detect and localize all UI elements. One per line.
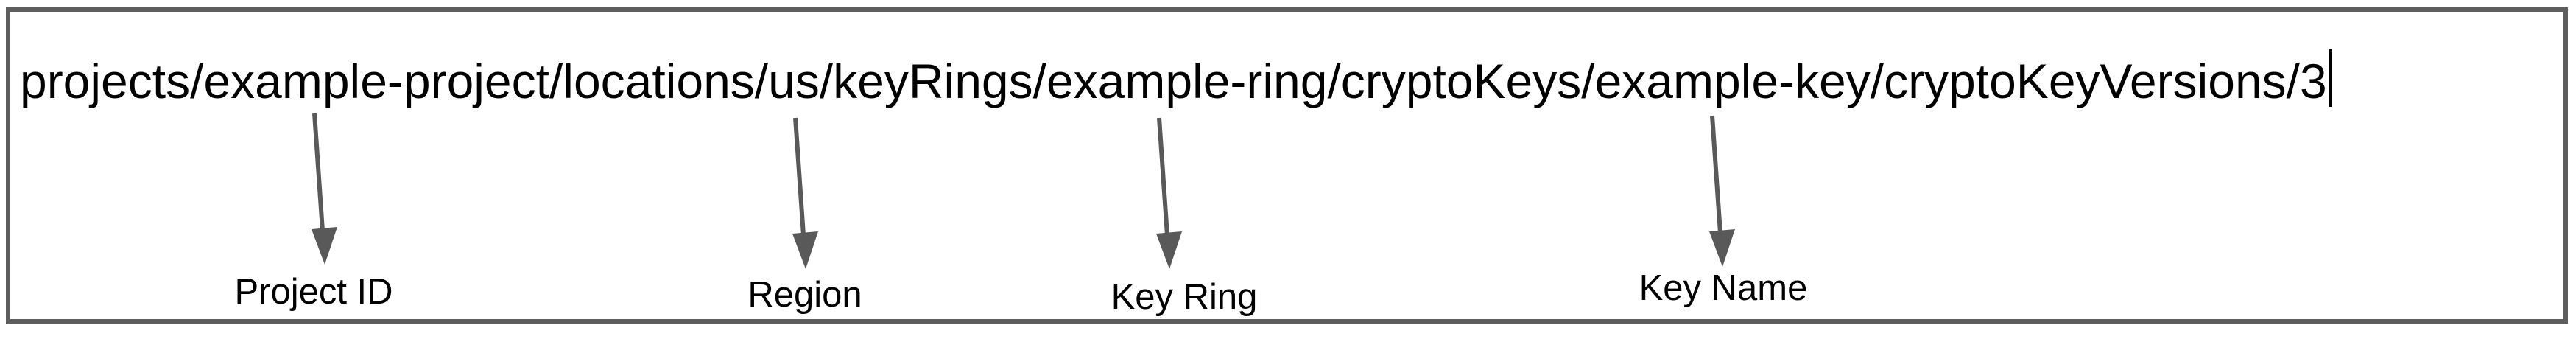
project-id-arrow-icon bbox=[312, 113, 337, 265]
arrow-shaft bbox=[1710, 115, 1722, 234]
diagram-border-box bbox=[6, 7, 2568, 324]
arrow-head bbox=[1156, 231, 1182, 269]
arrow-head bbox=[312, 227, 337, 265]
arrow-shaft bbox=[793, 117, 806, 236]
text-caret bbox=[2329, 49, 2332, 107]
arrow-shaft bbox=[1157, 117, 1169, 236]
arrow-head bbox=[792, 231, 818, 269]
resource-path-text[interactable]: projects/example-project/locations/us/ke… bbox=[20, 49, 2332, 107]
resource-path-value: projects/example-project/locations/us/ke… bbox=[20, 54, 2327, 108]
region-arrow-icon bbox=[792, 117, 818, 269]
region-label: Region bbox=[747, 275, 862, 315]
project-id-label: Project ID bbox=[234, 272, 393, 312]
arrow-shaft bbox=[312, 113, 325, 231]
key-name-arrow-icon bbox=[1709, 115, 1735, 267]
arrow-head bbox=[1709, 229, 1735, 267]
key-name-label: Key Name bbox=[1639, 268, 1808, 308]
key-ring-label: Key Ring bbox=[1111, 277, 1258, 317]
key-ring-arrow-icon bbox=[1156, 117, 1182, 269]
